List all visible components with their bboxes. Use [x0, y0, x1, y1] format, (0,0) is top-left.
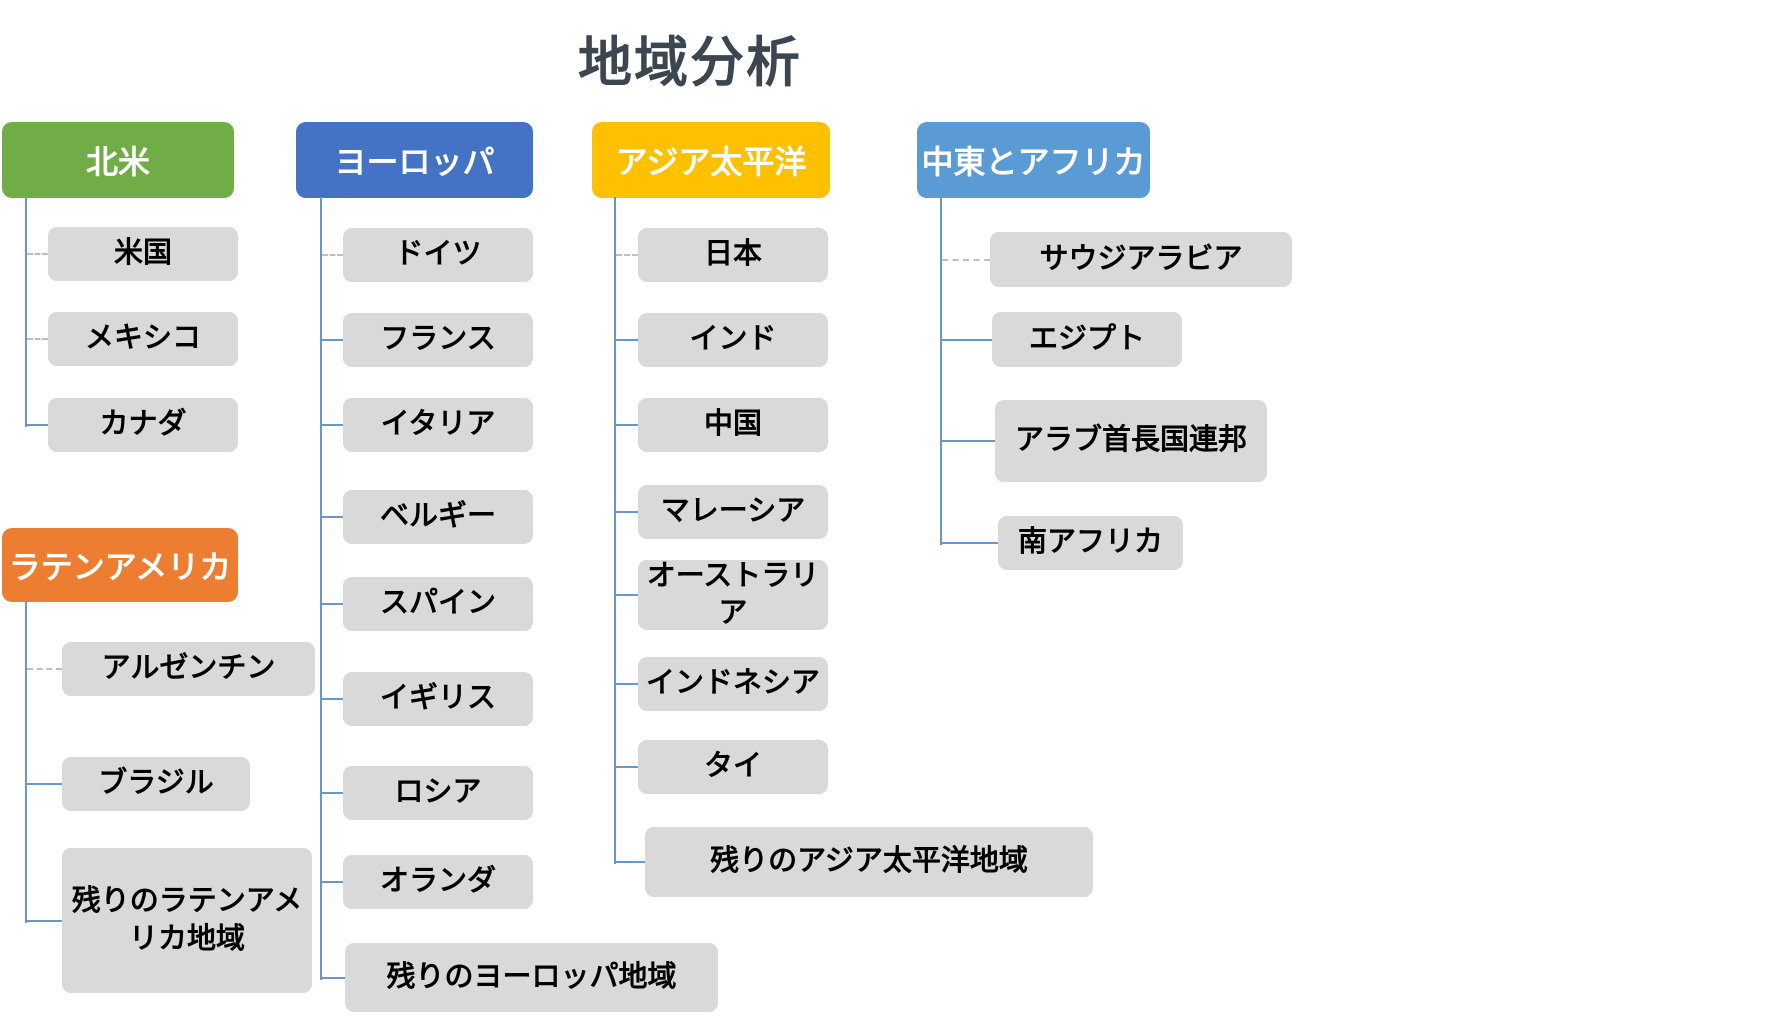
tree-node: オランダ — [343, 855, 533, 909]
tree-node: スパイン — [343, 577, 533, 631]
connector-solid-europe-8 — [322, 977, 345, 979]
tree-node: ドイツ — [343, 228, 533, 282]
tree-node: インドネシア — [638, 657, 828, 711]
connector-solid-asia-pacific-2 — [616, 424, 638, 426]
connector-solid-asia-pacific-3 — [616, 511, 638, 513]
connector-solid-europe-6 — [322, 792, 343, 794]
tree-node: ベルギー — [343, 490, 533, 544]
tree-node: ブラジル — [62, 757, 250, 811]
connector-solid-europe-5 — [322, 698, 343, 700]
connector-solid-europe-4 — [322, 603, 343, 605]
tree-node: マレーシア — [638, 485, 828, 539]
tree-node: 残りのヨーロッパ地域 — [345, 943, 718, 1012]
connector-dashed-north-america-0 — [27, 253, 48, 255]
connector-solid-middle-east-africa-3 — [942, 542, 998, 544]
group-header-north-america: 北米 — [2, 122, 234, 198]
connector-dashed-middle-east-africa-0 — [942, 259, 990, 261]
group-header-asia-pacific: アジア太平洋 — [592, 122, 830, 198]
tree-node: サウジアラビア — [990, 232, 1292, 287]
connector-solid-latin-america-1 — [27, 783, 62, 785]
group-header-latin-america: ラテンアメリカ — [2, 528, 238, 602]
connector-solid-europe-7 — [322, 881, 343, 883]
connector-trunk-middle-east-africa — [940, 197, 942, 545]
tree-node: カナダ — [48, 398, 238, 452]
connector-solid-north-america-2 — [27, 424, 48, 426]
connector-solid-asia-pacific-6 — [616, 766, 638, 768]
tree-node: イギリス — [343, 672, 533, 726]
tree-node: メキシコ — [48, 312, 238, 366]
tree-node: 南アフリカ — [998, 516, 1183, 570]
connector-solid-middle-east-africa-2 — [942, 440, 995, 442]
connector-solid-europe-1 — [322, 339, 343, 341]
tree-node: アラブ首長国連邦 — [995, 400, 1267, 482]
tree-node: 日本 — [638, 228, 828, 282]
connector-trunk-latin-america — [25, 601, 27, 923]
connector-solid-asia-pacific-4 — [616, 594, 638, 596]
tree-node: 残りのアジア太平洋地域 — [645, 827, 1093, 897]
connector-dashed-latin-america-0 — [27, 668, 62, 670]
connector-solid-europe-3 — [322, 516, 343, 518]
tree-node: イタリア — [343, 398, 533, 452]
tree-node: 残りのラテンアメリカ地域 — [62, 848, 312, 993]
group-header-middle-east-africa: 中東とアフリカ — [917, 122, 1150, 198]
tree-node: アルゼンチン — [62, 642, 315, 696]
group-header-europe: ヨーロッパ — [296, 122, 533, 198]
connector-solid-middle-east-africa-1 — [942, 339, 992, 341]
tree-node: ロシア — [343, 766, 533, 820]
connector-dashed-north-america-1 — [27, 338, 48, 340]
tree-node: 中国 — [638, 398, 828, 452]
connector-solid-asia-pacific-5 — [616, 683, 638, 685]
connector-dashed-europe-0 — [322, 254, 343, 256]
tree-node: フランス — [343, 313, 533, 367]
connector-solid-asia-pacific-1 — [616, 339, 638, 341]
connector-dashed-asia-pacific-0 — [616, 254, 638, 256]
connector-trunk-asia-pacific — [614, 197, 616, 864]
tree-node: エジプト — [992, 312, 1182, 367]
diagram-title: 地域分析 — [578, 33, 802, 93]
connector-solid-latin-america-2 — [27, 920, 62, 922]
tree-node: オーストラリア — [638, 560, 828, 630]
tree-node: 米国 — [48, 227, 238, 281]
tree-node: インド — [638, 313, 828, 367]
connector-solid-asia-pacific-7 — [616, 861, 645, 863]
connector-solid-europe-2 — [322, 424, 343, 426]
connector-trunk-north-america — [25, 197, 27, 427]
tree-node: タイ — [638, 740, 828, 794]
connector-trunk-europe — [320, 197, 322, 980]
